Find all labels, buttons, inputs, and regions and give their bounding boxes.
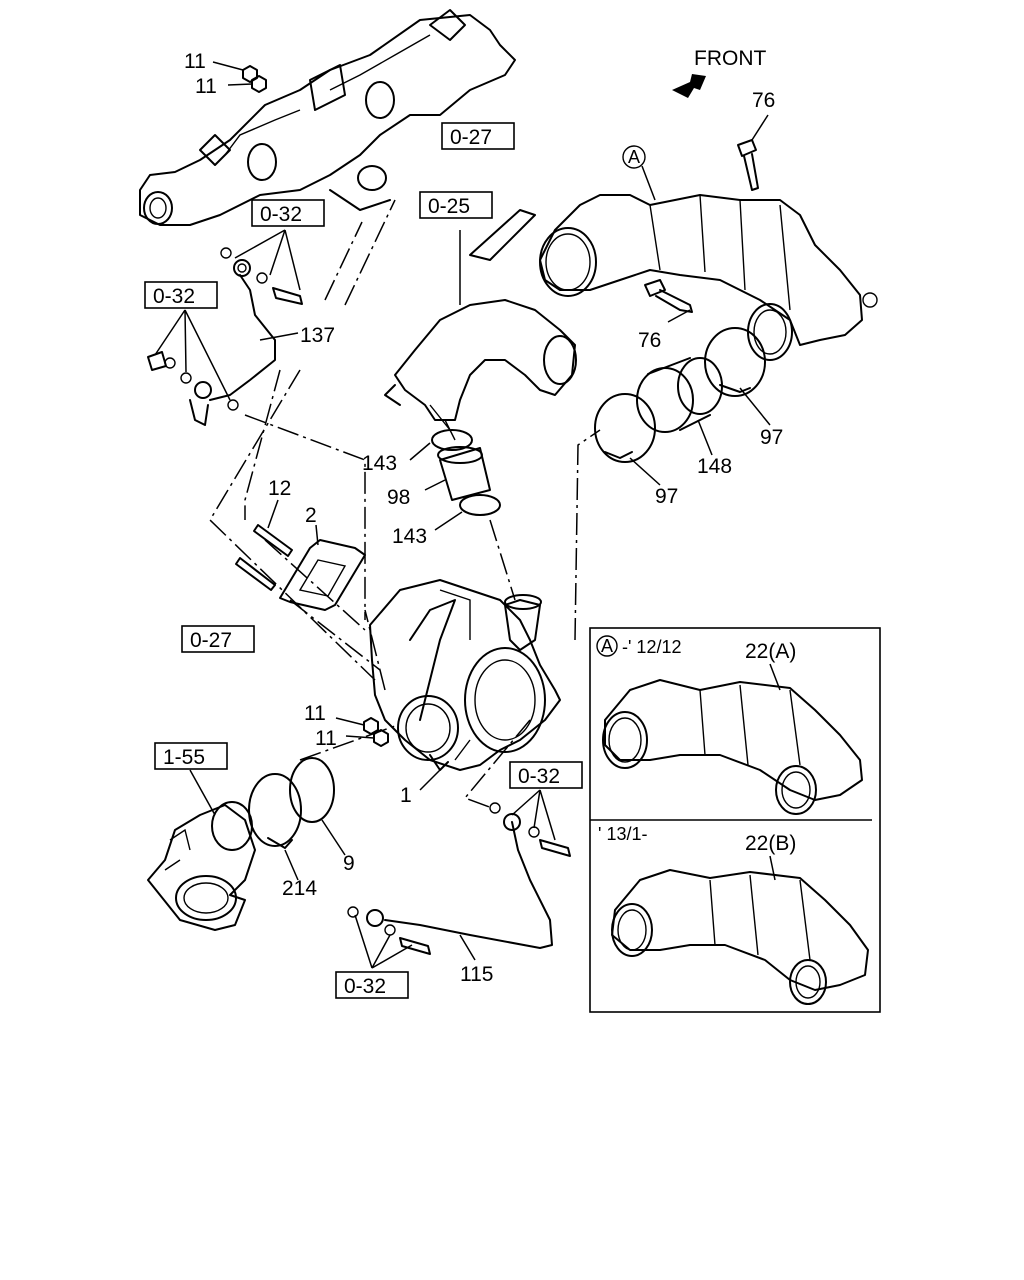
reference-box[interactable]: 0-27 (441, 122, 515, 150)
callout-115: 115 (460, 963, 493, 986)
callout-76: 76 (752, 89, 775, 112)
svg-text:0-32: 0-32 (344, 975, 386, 998)
callout-76: 76 (638, 329, 661, 352)
svg-text:0-32: 0-32 (518, 765, 560, 788)
reference-box[interactable]: 0-32 (251, 199, 325, 227)
oil-pipe (347, 802, 571, 955)
intake-pipe (469, 194, 878, 361)
callout-137: 137 (300, 324, 335, 347)
gasket (431, 429, 473, 451)
callout-9: 9 (343, 852, 355, 875)
hose-clamp (594, 393, 656, 463)
callout-11: 11 (315, 727, 337, 750)
callout-2: 2 (305, 504, 317, 527)
oil-pipe (147, 247, 303, 426)
callout-148: 148 (697, 455, 732, 478)
inset-top-range: -' 12/12 (622, 637, 681, 657)
reference-box[interactable]: 0-25 (419, 191, 493, 219)
variant-inset: A -' 12/12 22(A) ' 13/1- 22(B) (589, 627, 881, 1013)
front-arrow-icon (672, 74, 706, 98)
exhaust-manifold (139, 9, 516, 226)
reference-box[interactable]: 0-32 (509, 761, 583, 789)
inset-marker: A (601, 636, 613, 656)
callout-98: 98 (387, 486, 410, 509)
inset-bottom-part: 22(B) (745, 832, 796, 855)
turbocharger (369, 579, 561, 771)
rubber-hose (437, 446, 491, 501)
hose-clamp (248, 773, 302, 849)
reference-box[interactable]: 0-32 (144, 281, 218, 309)
reference-box[interactable]: 0-27 (181, 625, 255, 653)
svg-text:0-27: 0-27 (450, 126, 492, 149)
svg-text:0-25: 0-25 (428, 195, 470, 218)
callout-97: 97 (655, 485, 678, 508)
nut-icon (363, 717, 389, 747)
callout-1: 1 (400, 784, 412, 807)
callout-11: 11 (195, 75, 217, 98)
svg-text:1-55: 1-55 (163, 746, 205, 769)
bolt-icon (644, 279, 693, 313)
nut-icon (242, 65, 267, 93)
gasket (459, 494, 501, 516)
intake-pipe-variant-b (611, 869, 869, 1005)
stud-bolt (235, 524, 293, 591)
o-ring (289, 757, 335, 823)
reference-box[interactable]: 1-55 (154, 742, 228, 770)
svg-text:0-32: 0-32 (153, 285, 195, 308)
rubber-hose (636, 357, 723, 433)
callout-143: 143 (392, 525, 427, 548)
front-label: FRONT (694, 47, 766, 70)
hose-clamp (704, 327, 766, 397)
reference-box[interactable]: 0-32 (335, 971, 409, 999)
inset-bottom-range: ' 13/1- (598, 824, 647, 844)
svg-text:0-27: 0-27 (190, 629, 232, 652)
intake-pipe-variant-a (602, 679, 863, 815)
callout-12: 12 (268, 477, 291, 500)
callout-143: 143 (362, 452, 397, 475)
inset-top-part: 22(A) (745, 640, 796, 663)
elbow-pipe (384, 299, 577, 441)
callout-11: 11 (304, 702, 326, 725)
outlet-elbow (147, 801, 256, 931)
circle-marker: A (628, 147, 640, 167)
bolt-icon (737, 139, 759, 191)
callout-214: 214 (282, 877, 317, 900)
callout-11: 11 (184, 50, 206, 73)
callout-97: 97 (760, 426, 783, 449)
svg-text:0-32: 0-32 (260, 203, 302, 226)
